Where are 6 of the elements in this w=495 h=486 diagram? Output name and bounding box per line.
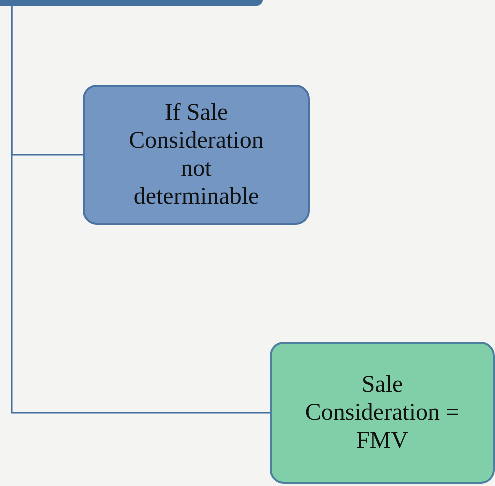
node-label: Sale Consideration = FMV: [304, 371, 461, 455]
header-bar: [0, 0, 263, 6]
result-box: [270, 342, 495, 484]
condition-box: [83, 85, 310, 225]
connector-line: [11, 6, 270, 414]
node-label: If Sale Consideration not determinable: [128, 99, 265, 211]
